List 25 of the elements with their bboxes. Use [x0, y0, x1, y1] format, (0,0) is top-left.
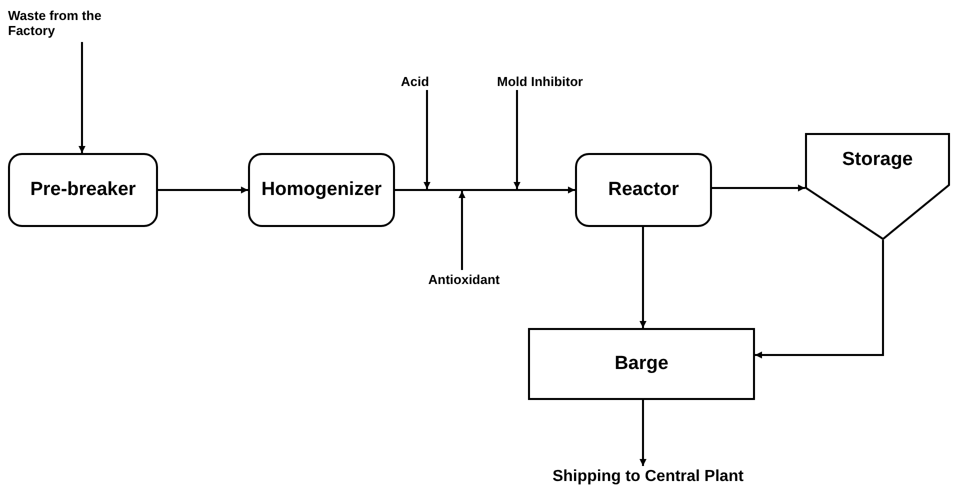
- process-box: [575, 153, 712, 227]
- arrow: [424, 90, 430, 189]
- box-label: Homogenizer: [261, 179, 382, 201]
- arrow: [458, 191, 466, 270]
- storage-hopper: [805, 133, 950, 240]
- flow-label: Waste from the Factory: [8, 8, 102, 38]
- box-label: Reactor: [608, 179, 679, 201]
- process-box: [248, 153, 395, 227]
- flow-label: Antioxidant: [428, 272, 500, 286]
- process-box: [8, 153, 158, 227]
- box-label: Barge: [614, 353, 668, 375]
- arrow: [755, 240, 884, 358]
- box-label: Storage: [842, 149, 913, 171]
- arrow: [712, 184, 805, 192]
- flow-label: Acid: [400, 74, 430, 88]
- box-label: Pre-breaker: [30, 179, 136, 201]
- arrow: [78, 42, 86, 153]
- flow-label: Shipping to Central Plant: [552, 468, 744, 486]
- process-box: [528, 328, 755, 400]
- arrow: [640, 227, 646, 328]
- arrow: [640, 400, 646, 466]
- arrow: [514, 90, 520, 189]
- arrow: [395, 186, 575, 194]
- arrow: [158, 186, 248, 194]
- flow-label: Mold Inhibitor: [497, 74, 583, 88]
